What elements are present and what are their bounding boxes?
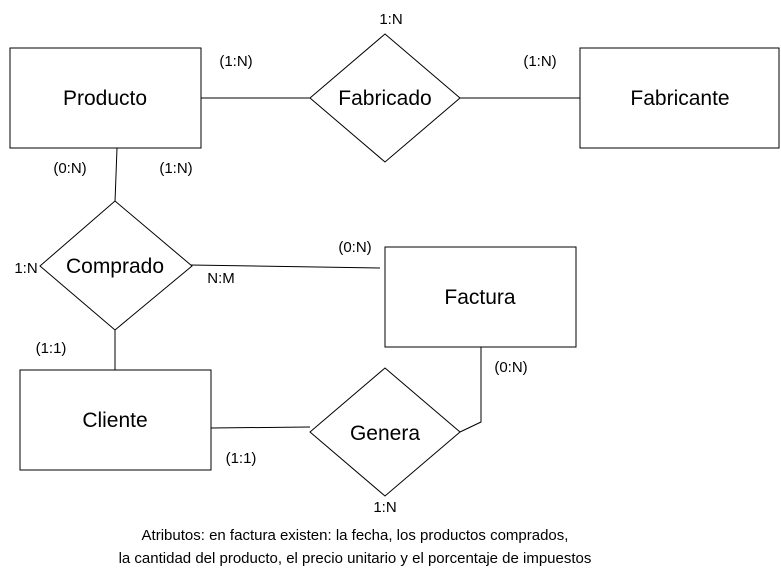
relationship-fabricado: Fabricado: [309, 33, 461, 163]
relationship-genera-diamond: [309, 367, 461, 497]
cardinality-cliente-genera-side: (1:1): [226, 450, 257, 467]
cardinality-fabricado-fabricante-side: (1:N): [523, 53, 556, 70]
cardinality-comprado-right: N:M: [207, 270, 235, 287]
cardinality-labels: 1:N (1:N) (1:N) (0:N) (1:N) 1:N N:M (0:N…: [14, 11, 556, 516]
cardinality-comprado-left: 1:N: [14, 260, 37, 277]
attributes-note-line-2: la cantidad del producto, el precio unit…: [119, 550, 592, 567]
edge-producto-comprado: [114, 147, 118, 203]
edge-comprado-factura: [189, 264, 381, 269]
entity-producto-box: [9, 47, 202, 149]
entity-fabricante: Fabricante: [579, 47, 780, 149]
cardinality-comprado-cliente-side: (1:1): [36, 340, 67, 357]
cardinality-fabricado-top: 1:N: [379, 11, 402, 28]
entity-producto-label: Producto: [63, 87, 147, 110]
entity-producto: Producto: [9, 47, 202, 149]
entity-factura-box: [384, 246, 577, 348]
entity-factura: Factura: [384, 246, 577, 348]
connectors: [114, 97, 580, 433]
edge-genera-factura: [459, 347, 482, 433]
entity-cliente-label: Cliente: [82, 409, 147, 432]
entity-cliente-box: [19, 369, 212, 471]
attributes-note-line-1: Atributos: en factura existen: la fecha,…: [142, 527, 569, 544]
entity-fabricante-label: Fabricante: [630, 87, 729, 110]
attributes-note: Atributos: en factura existen: la fecha,…: [119, 527, 592, 567]
relationship-genera: Genera: [309, 367, 461, 497]
relationship-fabricado-label: Fabricado: [338, 87, 431, 110]
cardinality-genera-bottom: 1:N: [373, 499, 396, 516]
cardinality-factura-genera-side: (0:N): [494, 359, 527, 376]
relationship-fabricado-diamond: [309, 33, 461, 163]
entity-fabricante-box: [579, 47, 780, 149]
cardinality-producto-bottom-left: (0:N): [53, 160, 86, 177]
relationship-comprado: Comprado: [39, 200, 193, 331]
relationship-comprado-label: Comprado: [66, 255, 164, 278]
cardinality-producto-bottom-right: (1:N): [159, 160, 192, 177]
entity-cliente: Cliente: [19, 369, 212, 471]
cardinality-fabricado-producto-side: (1:N): [219, 53, 252, 70]
cardinality-factura-comprado-side: (0:N): [338, 239, 371, 256]
relationship-comprado-diamond: [39, 200, 193, 331]
edge-cliente-genera: [210, 426, 311, 429]
entity-factura-label: Factura: [444, 286, 516, 309]
relationship-genera-label: Genera: [350, 422, 420, 445]
